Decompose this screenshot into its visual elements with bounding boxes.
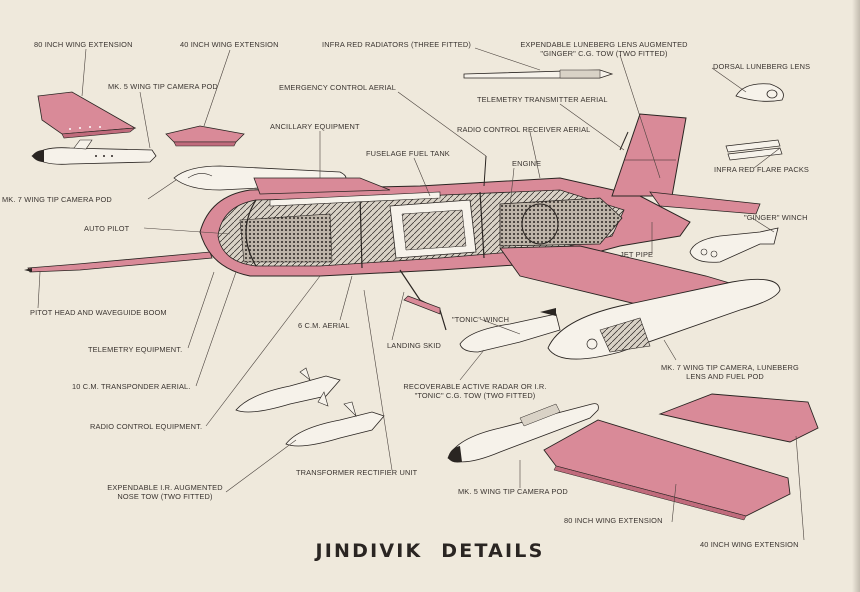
page-edge-shadow [852, 0, 860, 592]
diagram-title: JINDIVIK DETAILS [315, 540, 545, 562]
ir-nose-tow-lower [285, 401, 385, 447]
label-ginger-winch: "GINGER" WINCH [744, 213, 808, 222]
label-luneberg-ginger-tow-line2: "GINGER" C.G. TOW (TWO FITTED) [540, 49, 668, 58]
mk5-camera-pod-top-left [31, 139, 157, 165]
label-80-inch-wing-extension-top: 80 INCH WING EXTENSION [34, 40, 133, 49]
label-recoverable-radar-tonic-tow-line1: RECOVERABLE ACTIVE RADAR OR I.R. [403, 382, 547, 391]
label-jet-pipe: JET PIPE [620, 250, 654, 259]
label-engine: ENGINE [512, 159, 542, 168]
label-mk7-camera-luneberg-fuel-pod-line1: MK. 7 WING TIP CAMERA, LUNEBERG [661, 363, 799, 372]
label-ancillary-equipment: ANCILLARY EQUIPMENT [270, 122, 360, 131]
label-40-inch-wing-extension-top: 40 INCH WING EXTENSION [180, 40, 279, 49]
dorsal-luneberg-lens [735, 83, 784, 102]
wing-extension-40-bottom [658, 393, 819, 443]
label-tonic-winch: "TONIC" WINCH [452, 315, 510, 324]
label-telemetry-transmitter-aerial: TELEMETRY TRANSMITTER AERIAL [477, 95, 608, 104]
label-auto-pilot: AUTO PILOT [84, 224, 130, 233]
mk7-pod-lower [547, 278, 781, 360]
mk5-camera-pod-bottom [447, 403, 599, 463]
label-dorsal-luneberg-lens: DORSAL LUNEBERG LENS [713, 62, 811, 71]
label-mk7-camera-luneberg-fuel-pod-line2: LENS AND FUEL POD [686, 372, 764, 381]
label-10cm-transponder-aerial: 10 C.M. TRANSPONDER AERIAL. [72, 382, 191, 391]
label-landing-skid: LANDING SKID [387, 341, 441, 350]
wing-extension-80-bottom [543, 419, 791, 521]
ir-nose-tow-upper [235, 367, 341, 413]
tonic-tow [459, 308, 561, 353]
label-ir-nose-tow-line2: NOSE TOW (TWO FITTED) [117, 492, 213, 501]
label-telemetry-equipment: TELEMETRY EQUIPMENT. [88, 345, 183, 354]
label-ir-nose-tow-line1: EXPENDABLE I.R. AUGMENTED [107, 483, 223, 492]
label-radio-control-receiver-aerial: RADIO CONTROL RECEIVER AERIAL [457, 125, 591, 134]
label-recoverable-radar-tonic-tow-line2: "TONIC" C.G. TOW (TWO FITTED) [414, 391, 536, 400]
infra-red-flare-packs [725, 139, 783, 161]
ginger-tow [689, 227, 779, 263]
label-6cm-aerial: 6 C.M. AERIAL [298, 321, 350, 330]
label-80-inch-wing-extension-bottom: 80 INCH WING EXTENSION [564, 516, 663, 525]
label-mk7-camera-pod-top: MK. 7 WING TIP CAMERA POD [2, 195, 112, 204]
label-infra-red-radiators: INFRA RED RADIATORS (THREE FITTED) [322, 40, 471, 49]
label-mk5-camera-pod-bottom: MK. 5 WING TIP CAMERA POD [458, 487, 568, 496]
wing-extension-40-top [165, 125, 245, 147]
label-luneberg-ginger-tow-line1: EXPENDABLE LUNEBERG LENS AUGMENTED [520, 40, 688, 49]
label-fuselage-fuel-tank: FUSELAGE FUEL TANK [366, 149, 450, 158]
label-mk5-camera-pod-top: MK. 5 WING TIP CAMERA POD [108, 82, 218, 91]
infra-red-radiator [463, 69, 614, 79]
leader-lines [37, 47, 805, 541]
label-transformer-rectifier-unit: TRANSFORMER RECTIFIER UNIT [296, 468, 418, 477]
label-pitot-head-waveguide-boom: PITOT HEAD AND WAVEGUIDE BOOM [30, 308, 167, 317]
label-radio-control-equipment: RADIO CONTROL EQUIPMENT. [90, 422, 203, 431]
label-infra-red-flare-packs: INFRA RED FLARE PACKS [714, 165, 810, 174]
wing-extension-80-top-left [37, 91, 137, 139]
label-emergency-control-aerial: EMERGENCY CONTROL AERIAL [279, 83, 396, 92]
label-40-inch-wing-extension-bottom: 40 INCH WING EXTENSION [700, 540, 799, 549]
